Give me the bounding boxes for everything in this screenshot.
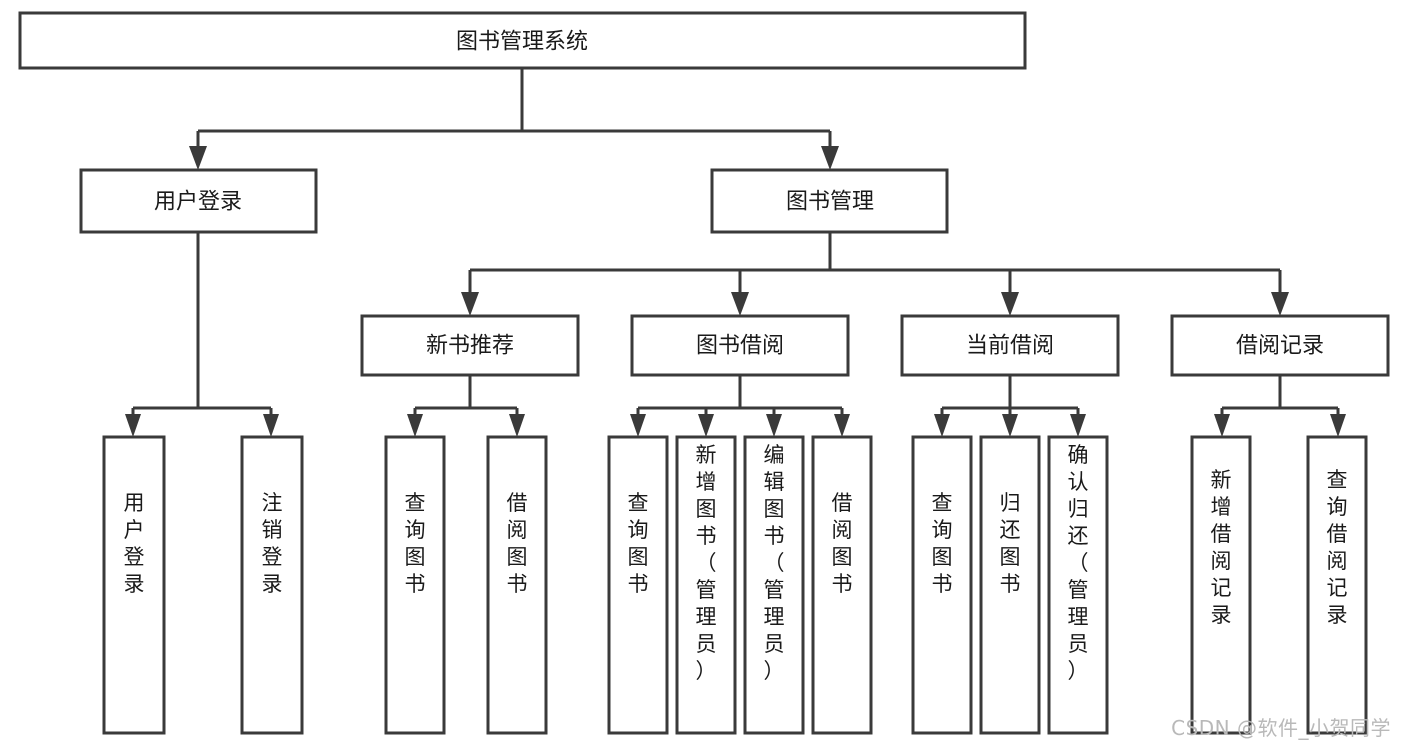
leaf-logout-box [240, 435, 304, 735]
node-book-management-box [710, 168, 949, 234]
node-new-book-recommend-label: 新书推荐 [426, 334, 514, 359]
connector-newbook-to-leaves [407, 375, 525, 437]
node-book-management-label: 图书管理 [786, 190, 874, 215]
leaf-bookborrow-query-box [607, 435, 669, 735]
leaf-bookborrow-borrow-box [811, 435, 873, 735]
arrow-borrowrecord-leaf-1 [1214, 414, 1230, 437]
arrow-book-mgmt [821, 146, 839, 170]
leaf-node-user-login[interactable]: 用户登录 [102, 435, 166, 735]
leaf-newbook-query-box [384, 435, 446, 735]
leaf-node-bookborrow-borrow[interactable]: 借阅图书 [811, 435, 873, 735]
leaf-node-logout[interactable]: 注销登录 [240, 435, 304, 735]
arrow-borrow-record [1271, 292, 1289, 316]
leaf-bookborrow-add-label: 新增图书（管理员） [696, 443, 717, 683]
arrow-bookborrow-leaf-2 [698, 414, 714, 437]
connector-bookborrow-to-leaves [630, 375, 850, 437]
node-book-borrow-label: 图书借阅 [696, 334, 784, 359]
leaf-node-newbook-borrow[interactable]: 借阅图书 [486, 435, 548, 735]
node-root-label: 图书管理系统 [456, 30, 588, 55]
arrow-currentborrow-leaf-1 [934, 414, 950, 437]
leaf-newbook-borrow-label: 借阅图书 [507, 491, 528, 596]
connector-root-to-level2 [189, 68, 839, 170]
leaf-currentborrow-return-box [979, 435, 1041, 735]
arrow-book-borrow [731, 292, 749, 316]
leaf-bookborrow-query-label: 查询图书 [628, 491, 649, 596]
arrow-borrowrecord-leaf-2 [1330, 414, 1346, 437]
leaf-currentborrow-query-label: 查询图书 [932, 491, 953, 596]
arrow-bookborrow-leaf-3 [766, 414, 782, 437]
arrow-currentborrow-leaf-2 [1002, 414, 1018, 437]
node-borrow-record-label: 借阅记录 [1236, 334, 1324, 359]
leaf-node-bookborrow-query[interactable]: 查询图书 [607, 435, 669, 735]
node-user-login-label: 用户登录 [154, 190, 242, 215]
node-borrow-record-box [1170, 314, 1390, 377]
leaf-node-bookborrow-add[interactable]: 新增图书（管理员） [675, 435, 737, 735]
connector-bookmgmt-to-level3 [461, 232, 1289, 316]
arrow-newbook-leaf-2 [509, 414, 525, 437]
connector-borrowrecord-to-leaves [1214, 375, 1346, 437]
arrow-leaf-user-login [125, 414, 141, 437]
leaf-newbook-borrow-box [486, 435, 548, 735]
node-new-book-recommend-box [360, 314, 580, 377]
node-book-borrow[interactable]: 图书借阅 [630, 314, 850, 377]
node-book-borrow-box [630, 314, 850, 377]
node-book-management[interactable]: 图书管理 [710, 168, 949, 234]
node-current-borrow-label: 当前借阅 [966, 334, 1054, 359]
leaf-node-currentborrow-confirm[interactable]: 确认归还（管理员） [1047, 435, 1109, 735]
leaf-borrowrecord-add-label: 新增借阅记录 [1211, 468, 1232, 627]
connector-currentborrow-to-leaves [934, 375, 1086, 437]
leaf-bookborrow-edit-label: 编辑图书（管理员） [764, 443, 785, 683]
node-user-login[interactable]: 用户登录 [79, 168, 318, 234]
arrow-user-login [189, 146, 207, 170]
leaf-bookborrow-add-box [675, 435, 737, 735]
leaf-user-login-label: 用户登录 [124, 491, 145, 596]
leaf-borrowrecord-query-box [1306, 435, 1368, 735]
leaf-currentborrow-query-box [911, 435, 973, 735]
leaf-currentborrow-confirm-label: 确认归还（管理员） [1068, 443, 1089, 683]
arrow-leaf-logout [263, 414, 279, 437]
node-new-book-recommend[interactable]: 新书推荐 [360, 314, 580, 377]
leaf-borrowrecord-query-label: 查询借阅记录 [1327, 468, 1348, 627]
node-root-book-management-system[interactable]: 图书管理系统 [18, 11, 1027, 70]
leaf-bookborrow-edit-box [743, 435, 805, 735]
node-current-borrow-box [900, 314, 1120, 377]
leaf-user-login-box [102, 435, 166, 735]
leaf-node-borrowrecord-query[interactable]: 查询借阅记录 [1306, 435, 1368, 735]
connector-userlogin-to-leaves [125, 232, 279, 437]
leaf-borrowrecord-add-box [1190, 435, 1252, 735]
leaf-node-newbook-query[interactable]: 查询图书 [384, 435, 446, 735]
leaf-node-currentborrow-return[interactable]: 归还图书 [979, 435, 1041, 735]
arrow-newbook-leaf-1 [407, 414, 423, 437]
leaf-currentborrow-confirm-box [1047, 435, 1109, 735]
arrow-current-borrow [1001, 292, 1019, 316]
leaf-node-bookborrow-edit[interactable]: 编辑图书（管理员） [743, 435, 805, 735]
leaf-node-currentborrow-query[interactable]: 查询图书 [911, 435, 973, 735]
leaf-node-borrowrecord-add[interactable]: 新增借阅记录 [1190, 435, 1252, 735]
node-current-borrow[interactable]: 当前借阅 [900, 314, 1120, 377]
leaf-logout-label: 注销登录 [262, 491, 283, 596]
node-root-box [18, 11, 1027, 70]
arrow-new-book-recommend [461, 292, 479, 316]
arrow-bookborrow-leaf-1 [630, 414, 646, 437]
arrow-bookborrow-leaf-4 [834, 414, 850, 437]
node-user-login-box [79, 168, 318, 234]
node-borrow-record[interactable]: 借阅记录 [1170, 314, 1390, 377]
leaf-currentborrow-return-label: 归还图书 [1000, 491, 1021, 596]
arrow-currentborrow-leaf-3 [1070, 414, 1086, 437]
leaf-newbook-query-label: 查询图书 [405, 491, 426, 596]
leaf-bookborrow-borrow-label: 借阅图书 [832, 491, 853, 596]
